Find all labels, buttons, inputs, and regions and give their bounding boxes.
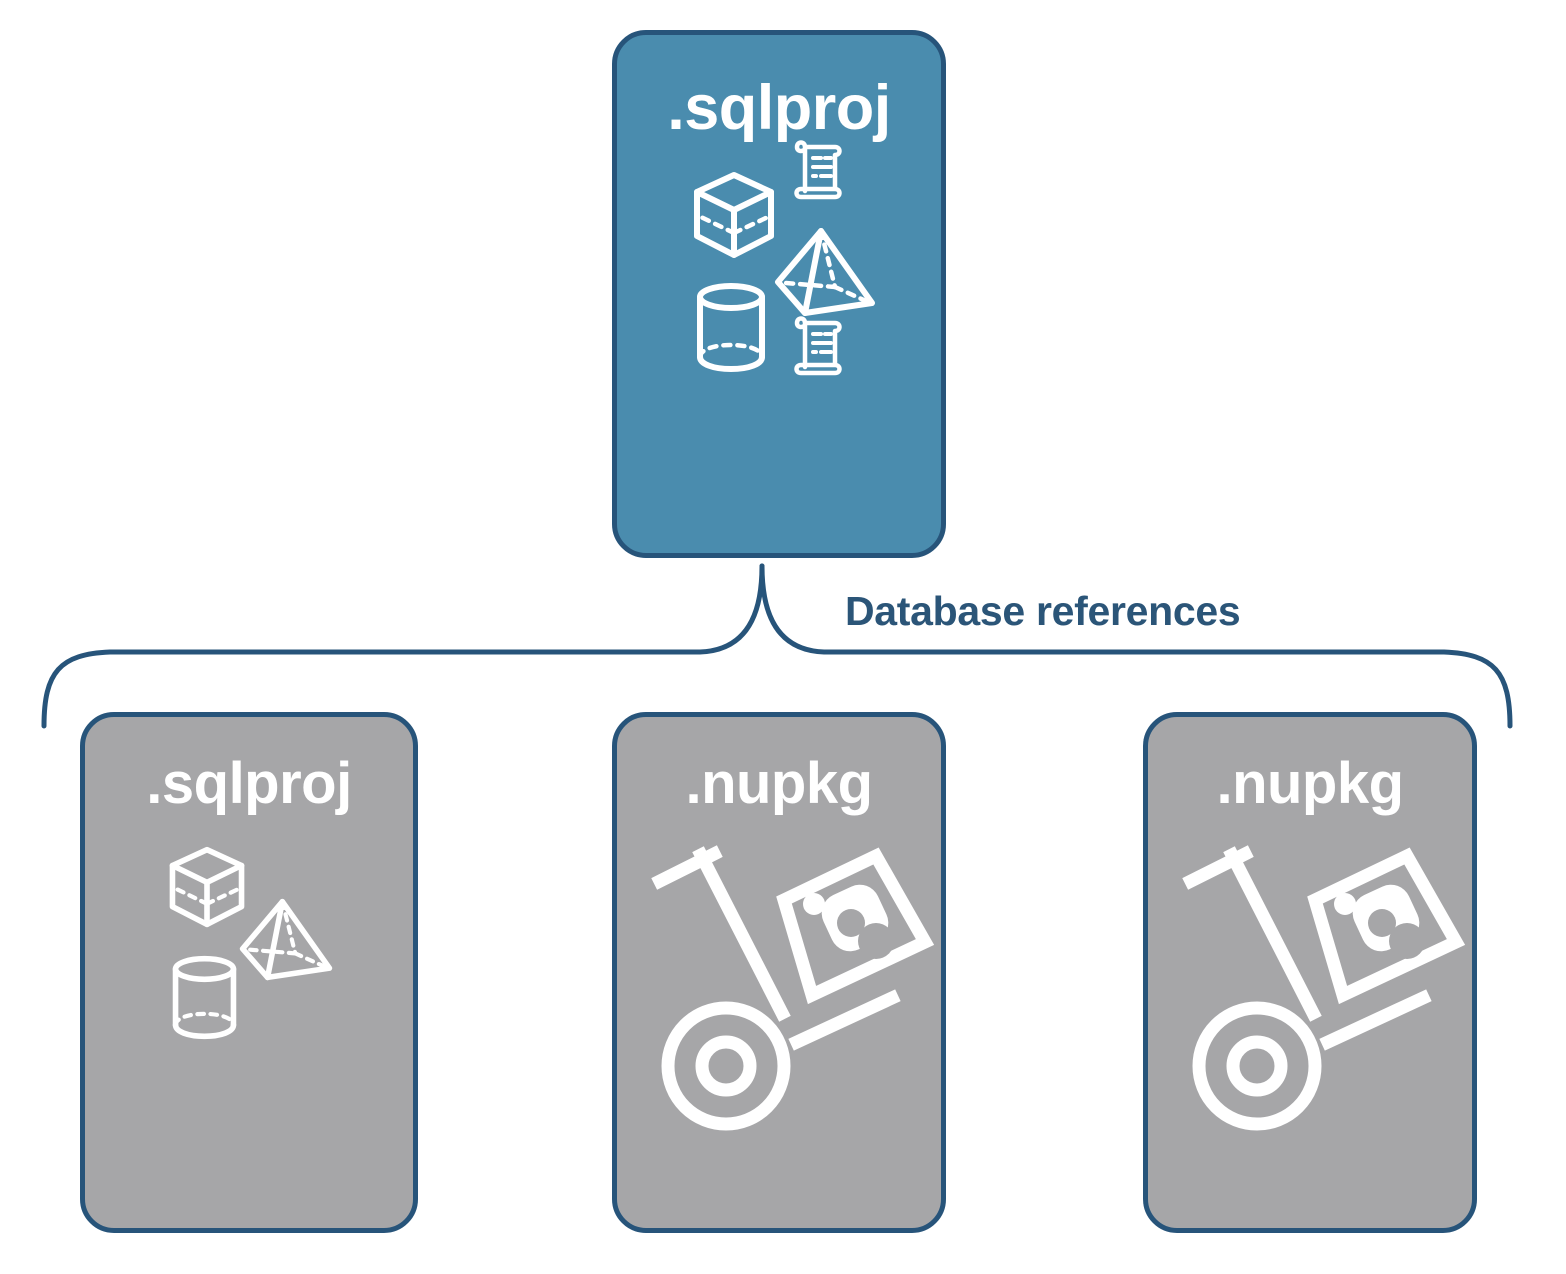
cube-icon [169, 846, 245, 928]
node-sqlproj-reference[interactable]: .sqlproj [80, 712, 418, 1233]
pyramid-icon [239, 898, 333, 981]
node-label-sqlproj-root: .sqlproj [667, 73, 891, 143]
icon-area-nupkg-2 [1148, 813, 1472, 1228]
pyramid-icon [775, 228, 875, 316]
cube-icon [694, 172, 774, 258]
icon-area-sqlproj-reference [85, 813, 413, 1228]
hand-truck-package-icon [1182, 845, 1466, 1131]
cylinder-icon [172, 955, 237, 1040]
node-label-nupkg-reference-1: .nupkg [685, 751, 873, 816]
node-nupkg-reference-1[interactable]: .nupkg [612, 712, 946, 1233]
node-sqlproj-root[interactable]: .sqlproj [612, 30, 946, 558]
scroll-icon [794, 316, 842, 376]
icon-area-root [617, 140, 941, 553]
icon-area-nupkg-1 [617, 813, 941, 1228]
hand-truck-package-icon [651, 845, 935, 1131]
cylinder-icon [697, 283, 765, 372]
node-label-sqlproj-reference: .sqlproj [146, 751, 352, 816]
brace-label-database-references: Database references [845, 588, 1241, 634]
node-nupkg-reference-2[interactable]: .nupkg [1143, 712, 1477, 1233]
scroll-icon [794, 140, 842, 200]
node-label-nupkg-reference-2: .nupkg [1216, 751, 1404, 816]
